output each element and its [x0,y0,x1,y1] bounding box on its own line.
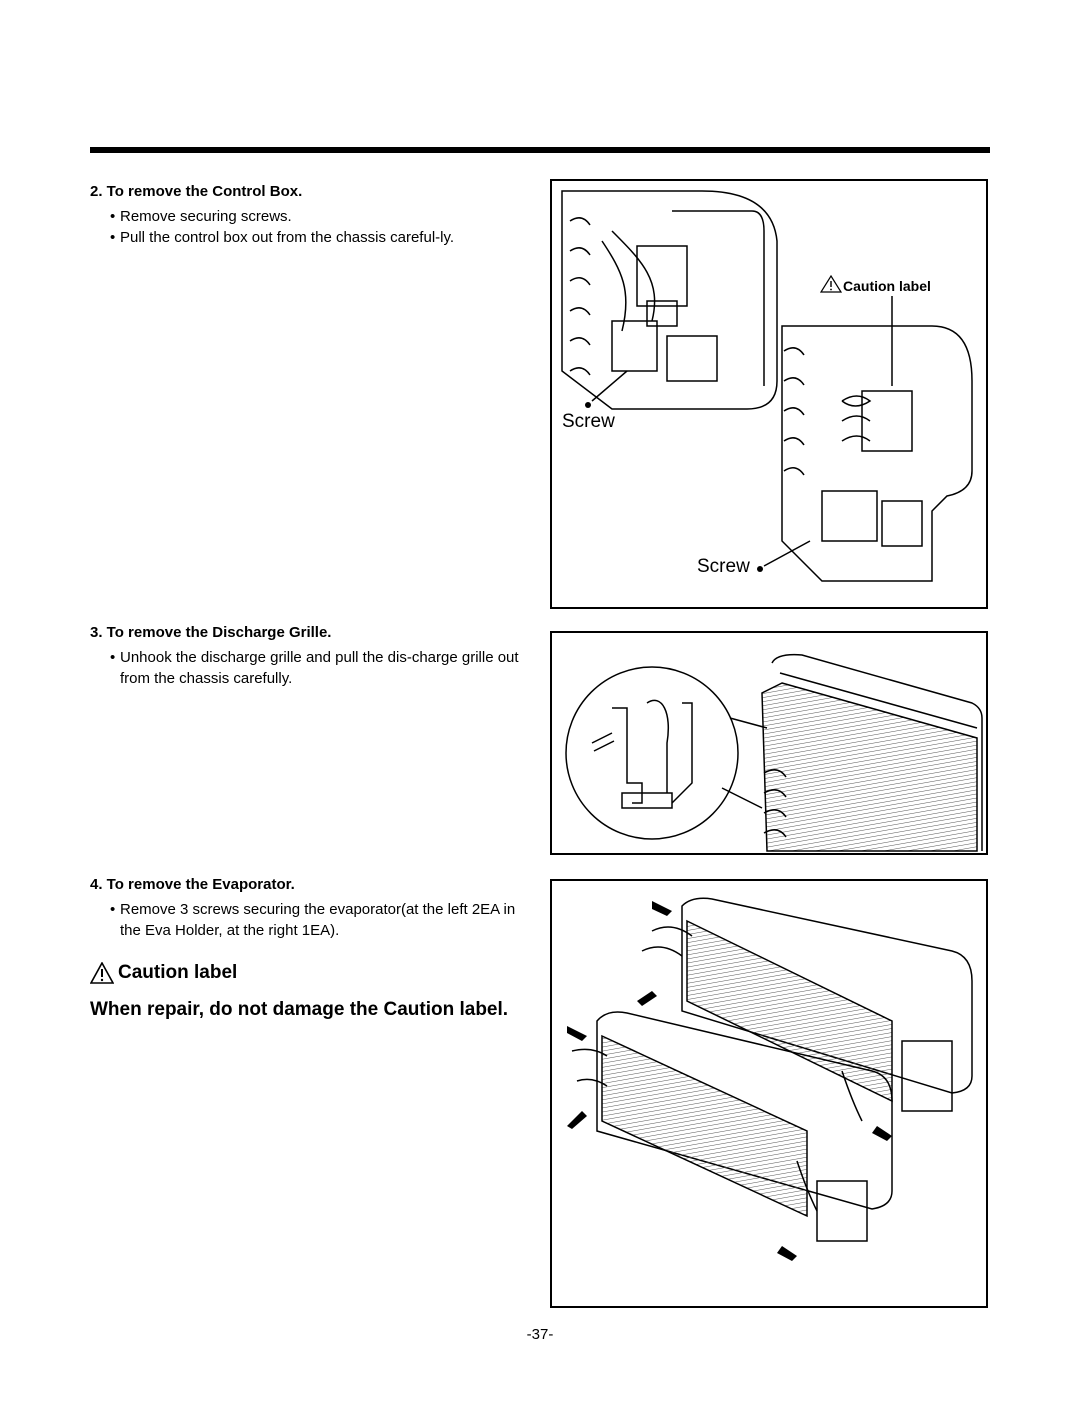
caution-label-text: Caution label [843,278,931,294]
bullet-list: Unhook the discharge grille and pull the… [90,647,530,689]
caution-heading-text: Caution label [118,962,238,983]
evaporator-illustration [567,897,973,1261]
screw-label: Screw [562,411,615,432]
discharge-grille-illustration [565,653,983,852]
caution-note: When repair, do not damage the Caution l… [90,999,509,1020]
bullet-item: Pull the control box out from the chassi… [110,227,530,248]
section-evaporator: 4. To remove the Evaporator. Remove 3 sc… [90,876,530,941]
warning-triangle-icon [90,962,114,984]
warning-triangle-icon [819,274,843,293]
section-title: 3. To remove the Discharge Grille. [90,624,332,641]
header-rule [90,147,990,153]
section-discharge-grille: 3. To remove the Discharge Grille. Unhoo… [90,624,530,689]
control-box-illustration: Caution label Screw Screw [561,190,973,582]
section-control-box: 2. To remove the Control Box. Remove sec… [90,183,530,248]
bullet-item: Remove 3 screws securing the evaporator(… [110,899,530,941]
screw-label: Screw [697,556,750,577]
figure-evaporator [550,879,988,1308]
bullet-list: Remove securing screws. Pull the control… [90,206,530,248]
section-title: 2. To remove the Control Box. [90,183,303,200]
page-number: -37- [526,1326,554,1343]
caution-heading: Caution label [90,962,237,984]
figure-discharge-grille [550,631,988,855]
bullet-item: Remove securing screws. [110,206,530,227]
figure-control-box: Caution label Screw Screw [550,179,988,609]
bullet-item: Unhook the discharge grille and pull the… [110,647,530,689]
bullet-list: Remove 3 screws securing the evaporator(… [90,899,530,941]
section-title: 4. To remove the Evaporator. [90,876,295,893]
